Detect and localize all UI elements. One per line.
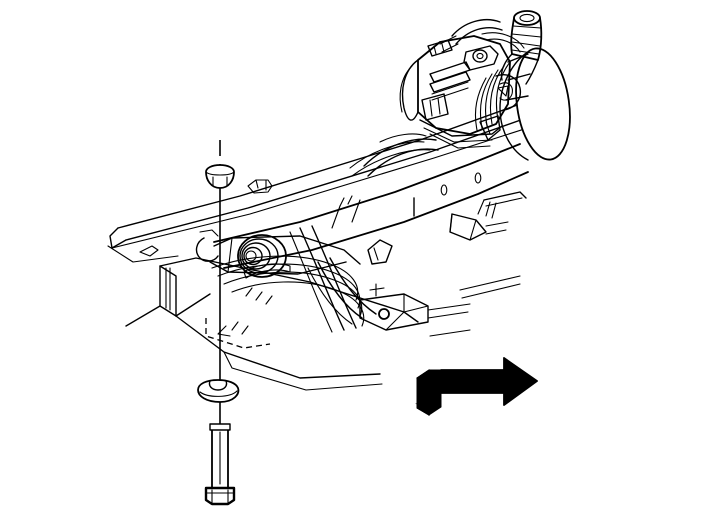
control-arm-bushing [237, 234, 287, 278]
misc-detail [139, 195, 521, 337]
retainer [197, 379, 240, 403]
suspension-links [289, 191, 527, 333]
mount-bracket [359, 283, 471, 331]
direction-arrow [415, 357, 538, 416]
knuckle-detail [427, 18, 503, 57]
boot-cap [500, 10, 543, 85]
bolt [204, 423, 236, 506]
differential-transition [363, 115, 501, 265]
nut [205, 164, 235, 189]
hidden-path [205, 318, 271, 349]
brake-rotor [474, 47, 571, 161]
